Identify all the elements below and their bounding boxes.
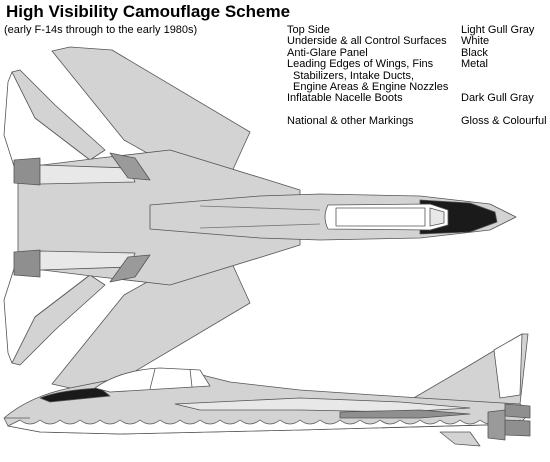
upper-nacelle-boot [109, 152, 151, 181]
legend-row-nacelle-boots: Inflatable Nacelle Boots Dark Gull Gray [287, 92, 549, 105]
side-view-aircraft [3, 333, 531, 447]
color-legend: Top Side Light Gull Gray Underside & all… [287, 24, 549, 127]
upper-wing [51, 46, 251, 177]
legend-value: Black [461, 46, 488, 59]
legend-label: Inflatable Nacelle Boots [287, 92, 403, 105]
scheme-subtitle: (early F-14s through to the early 1980s) [4, 24, 198, 36]
scheme-title: High Visibility Camouflage Scheme [6, 2, 291, 21]
canopy [324, 203, 449, 231]
legend-label: Stabilizers, Intake Ducts, [293, 69, 415, 82]
legend-row-leading-edges-line2: Stabilizers, Intake Ducts, [287, 69, 549, 82]
legend-value: Light Gull Gray [461, 24, 535, 36]
upper-engine-nozzle [13, 157, 41, 186]
lower-engine-nozzle [13, 249, 41, 278]
legend-row-markings: National & other Markings Gloss & Colour… [287, 114, 549, 127]
top-view-aircraft [3, 46, 517, 389]
legend-row-leading-edges: Leading Edges of Wings, Fins Metal [287, 58, 549, 71]
lower-nacelle-boot [109, 254, 151, 283]
legend-row-top-side: Top Side Light Gull Gray [287, 24, 549, 36]
side-underside [7, 419, 521, 435]
legend-row-underside: Underside & all Control Surfaces White [287, 35, 549, 48]
legend-value: White [461, 35, 490, 48]
legend-label: Leading Edges of Wings, Fins [287, 58, 434, 71]
side-engine-nozzle [504, 403, 531, 419]
legend-label: Anti-Glare Panel [287, 46, 368, 59]
legend-value: Dark Gull Gray [461, 92, 534, 105]
legend-value: Metal [461, 58, 488, 71]
legend-row-anti-glare: Anti-Glare Panel Black [287, 46, 549, 59]
side-anti-glare [39, 387, 111, 403]
legend-label: Engine Areas & Engine Nozzles [293, 81, 449, 94]
legend-label: National & other Markings [287, 114, 414, 127]
legend-value: Gloss & Colourful [461, 114, 547, 127]
legend-label: Underside & all Control Surfaces [287, 35, 447, 48]
legend-label: Top Side [287, 24, 330, 36]
legend-row-leading-edges-line3: Engine Areas & Engine Nozzles [287, 81, 549, 94]
